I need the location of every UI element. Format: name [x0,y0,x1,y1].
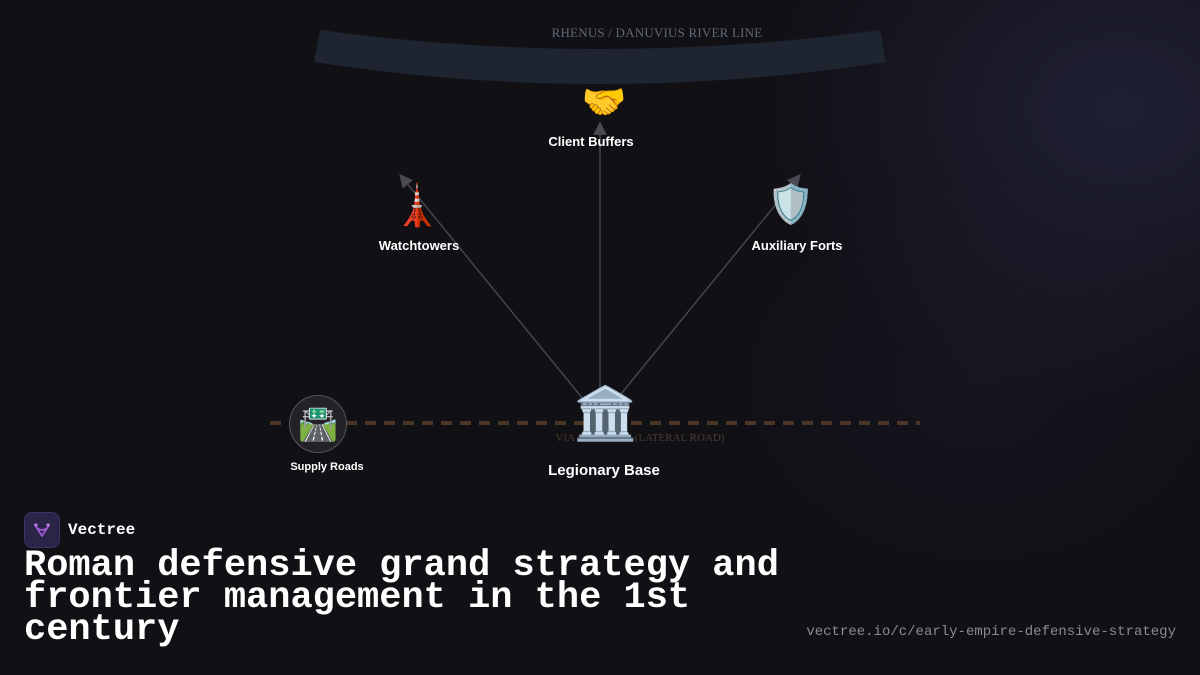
shield-icon: 🛡️ [767,184,815,226]
handshake-icon: 🤝 [581,81,627,122]
motorway-icon: 🛣️ [298,406,338,442]
river-line-label: RHENUS / DANUVIUS RIVER LINE [551,25,763,40]
supply-roads-label: Supply Roads [290,461,364,473]
arrow-to-auxiliary-forts [611,173,801,406]
river-line-band [314,30,886,84]
supply-roads-node: 🛣️ [289,395,347,453]
vectree-logo-icon [24,512,60,548]
legionary-base-label: Legionary Base [548,462,660,479]
page-url[interactable]: vectree.io/c/early-empire-defensive-stra… [806,624,1176,640]
lateral-road-label: VIA MILITARIS (LATERAL ROAD) [555,432,725,444]
client-buffers-label: Client Buffers [548,134,634,149]
brand-name: Vectree [68,521,136,539]
classical-building-icon: 🏛️ [573,385,638,443]
page-title: Roman defensive grand strategy and front… [24,545,779,651]
brand: Vectree [24,512,135,548]
auxiliary-forts-label: Auxiliary Forts [751,238,843,253]
arrow-to-watchtowers [399,173,589,406]
tower-icon: 🗼 [392,184,442,228]
watchtowers-label: Watchtowers [378,238,460,253]
